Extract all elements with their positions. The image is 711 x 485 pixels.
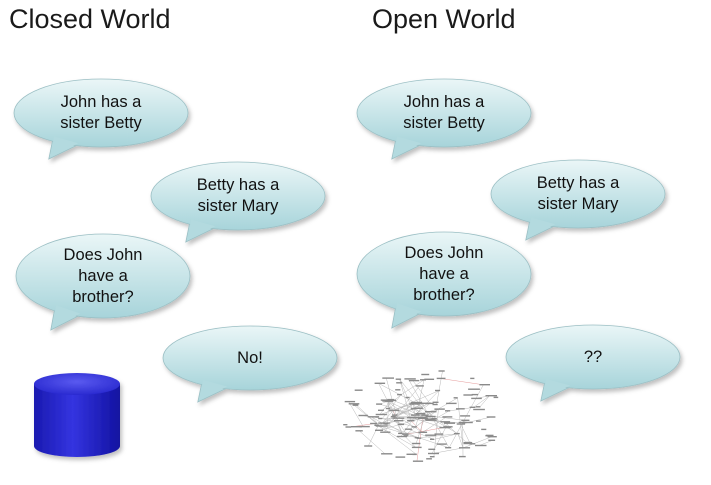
closed-bubble-john-sister [13,78,189,160]
open-bubble-answer [505,324,681,402]
network-graph-icon [343,370,499,462]
open-world-title: Open World [372,4,516,34]
closed-bubble-betty-sister [150,161,326,243]
closed-bubble-question [15,233,191,331]
open-bubble-betty-sister [490,159,666,241]
closed-bubble-answer-text: No! [237,348,263,367]
open-bubble-john-sister-text: John has a sister Betty [403,93,485,132]
closed-bubble-question-text: Does John have a brother? [63,245,143,306]
database-cylinder-icon [34,373,120,457]
open-bubble-betty-sister-text: Betty has a sister Mary [536,174,620,213]
closed-bubble-betty-sister-text: Betty has a sister Mary [196,176,280,215]
open-bubble-answer-text: ?? [583,347,603,366]
closed-bubble-answer [162,325,338,403]
open-bubble-question-text: Does John have a brother? [404,243,484,304]
closed-world-title: Closed World [9,4,171,34]
open-bubble-john-sister [356,78,532,160]
open-bubble-question [356,231,532,329]
closed-bubble-john-sister-text: John has a sister Betty [60,93,142,132]
